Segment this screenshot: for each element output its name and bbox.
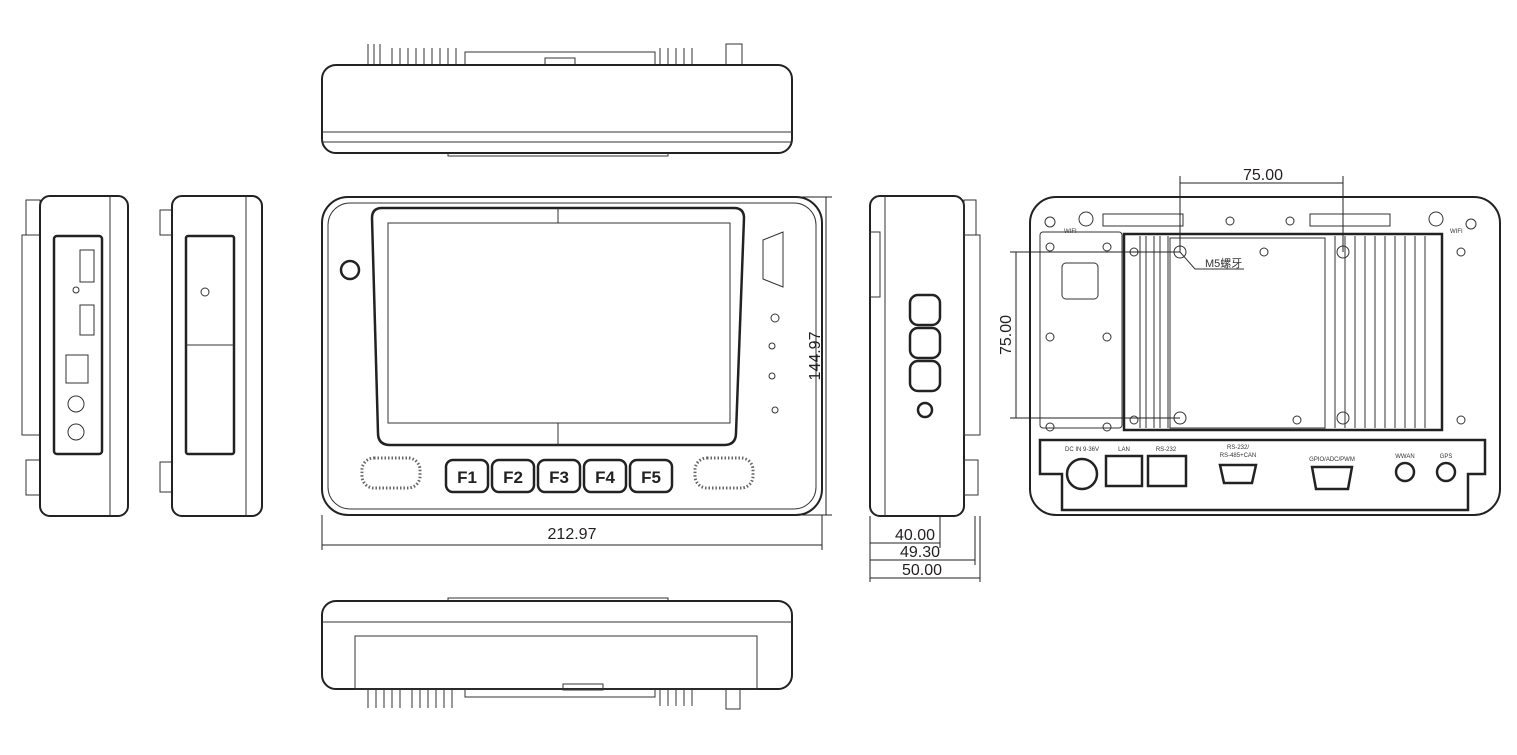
svg-text:49.30: 49.30 [900,544,940,561]
function-key-f4[interactable]: F4 [582,458,628,494]
function-key-f5[interactable]: F5 [628,458,674,494]
wwan-antenna [1394,461,1416,483]
depth-dimensions: 40.00 49.30 50.00 [869,516,981,582]
io-panel [1038,438,1487,512]
screw-note: M5螺牙 [1205,257,1242,270]
screen [387,222,731,424]
function-key-f2[interactable]: F2 [490,458,536,494]
svg-text:F1: F1 [457,468,477,487]
gps-antenna [1435,461,1457,483]
svg-text:LAN: LAN [1118,447,1130,453]
svg-text:WIFI: WIFI [1064,229,1077,235]
right-side-view [869,195,981,517]
svg-text:RS-232/: RS-232/ [1227,445,1249,451]
svg-text:F5: F5 [641,468,661,487]
svg-text:RS-232: RS-232 [1156,447,1177,453]
light-sensor [339,259,361,281]
top-view [321,43,793,157]
svg-text:GPIO/ADC/PWM: GPIO/ADC/PWM [1309,457,1355,463]
svg-text:40.00: 40.00 [895,527,935,544]
mounting-holes [1044,211,1477,432]
svg-text:GPS: GPS [1440,454,1453,460]
speaker-grille-left [360,456,422,490]
function-key-f1[interactable]: F1 [444,458,490,494]
bottom-view [321,597,793,710]
height-dimension: 144.97 [790,196,832,516]
left-side-view-ports [21,195,129,517]
function-key-f3[interactable]: F3 [536,458,582,494]
status-led-icons [768,313,780,414]
svg-text:WIFI: WIFI [1450,229,1463,235]
db9-port [1218,463,1258,485]
front-view: F1 F2 F3 F4 F5 [321,196,823,516]
vesa-vertical-dimension: 75.00 [998,251,1180,419]
speaker-grille-right [693,456,755,490]
svg-text:F2: F2 [503,468,523,487]
db15-port [1310,465,1354,491]
vesa-horizontal-dimension: 75.00 [1179,167,1344,252]
screen-bezel [370,206,746,447]
left-side-view [159,195,263,517]
svg-text:50.00: 50.00 [902,562,942,579]
indicator-panel [762,231,784,288]
svg-text:WWAN: WWAN [1395,454,1414,460]
rs232-port [1146,454,1188,488]
function-keys: F1 F2 F3 F4 F5 [444,458,674,494]
width-dimension: 212.97 [321,515,823,550]
svg-text:F3: F3 [549,468,569,487]
svg-text:144.97: 144.97 [807,331,824,380]
svg-text:F4: F4 [595,468,615,487]
rear-view: M5螺牙 WIFI WIFI DC IN 9-36V LAN RS-232 RS… [1029,196,1501,516]
svg-text:RS-485+CAN: RS-485+CAN [1220,453,1257,459]
svg-text:DC IN 9-36V: DC IN 9-36V [1065,447,1099,453]
dc-in-port [1065,457,1099,491]
svg-text:212.97: 212.97 [548,526,597,543]
svg-text:75.00: 75.00 [998,315,1015,355]
svg-text:75.00: 75.00 [1243,167,1283,184]
lan-port [1104,454,1144,488]
heatsink-fins [1139,236,1426,428]
